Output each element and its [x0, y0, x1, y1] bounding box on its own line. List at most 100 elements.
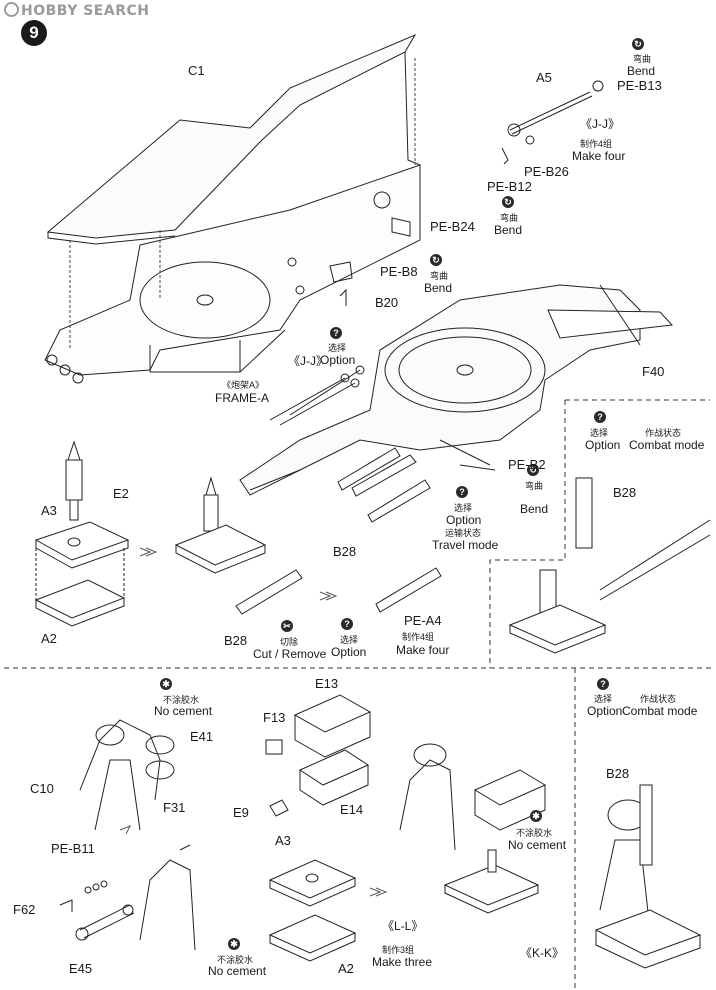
bend-en-3: Bend [424, 281, 453, 295]
no-cement-icon: ✱ [530, 810, 542, 822]
label-pe-b13: PE-B13 [617, 78, 662, 93]
label-a5: A5 [536, 70, 552, 85]
option-cn-3: 选择 [590, 428, 609, 438]
e2-jack-left [34, 440, 130, 627]
bend-icon: ↻ [632, 38, 644, 50]
label-e2: E2 [113, 486, 129, 501]
watermark-text: HOBBY SEARCH [21, 3, 150, 19]
ll-label: 《L-L》 [382, 919, 424, 933]
combat-en-2: Combat mode [622, 704, 698, 718]
option-cn-4: 选择 [340, 635, 359, 645]
make-four-2: Make four [396, 643, 450, 657]
combat-jack-right [508, 477, 711, 654]
label-e14: E14 [340, 802, 364, 817]
combat-cn-2: 作战状态 [640, 694, 677, 704]
option-en-5: Option [587, 704, 623, 718]
combat-cn-1: 作战状态 [645, 428, 682, 438]
label-e41: E41 [190, 729, 214, 744]
leader-lines [69, 58, 416, 350]
label-pe-b12: PE-B12 [487, 179, 532, 194]
nocement-cn-1: 不涂胶水 [163, 695, 200, 705]
option-en-3: Option [585, 438, 621, 452]
b28-pe-a4-parts [235, 567, 442, 615]
bend-icon: ↻ [430, 254, 442, 266]
label-e45: E45 [69, 961, 93, 976]
step-arrows [119, 547, 388, 897]
cut-en: Cut / Remove [253, 647, 327, 661]
question-icon: ? [341, 618, 353, 630]
label-pe-b26: PE-B26 [524, 164, 569, 179]
kk-label: 《K-K》 [520, 946, 565, 960]
combat-en-1: Combat mode [629, 438, 705, 452]
make4-cn-1: 制作4组 [580, 139, 613, 149]
e13-e14-boxes [265, 694, 372, 817]
option-en-4: Option [331, 645, 367, 659]
make3-cn: 制作3组 [382, 945, 415, 955]
step-number-badge: 9 [21, 20, 47, 46]
label-b28-kk: B28 [606, 766, 630, 781]
label-b20: B20 [375, 295, 399, 310]
label-c10: C10 [30, 781, 54, 796]
option-en-1: Option [320, 353, 356, 367]
turntable-assembly [239, 284, 674, 496]
no-cement-icon: ✱ [160, 678, 172, 690]
travel-cn: 运输状态 [445, 528, 482, 538]
option-en-2: Option [446, 513, 482, 527]
label-a3-left: A3 [41, 503, 57, 518]
label-c1: C1 [188, 63, 205, 78]
cut-icon: ✂ [281, 620, 293, 632]
label-pe-b11: PE-B11 [51, 841, 95, 856]
a3-a2-plates-low [268, 859, 357, 962]
bend-icon: ↻ [527, 464, 539, 476]
question-icon: ? [330, 327, 342, 339]
label-b28-right: B28 [613, 485, 637, 500]
bend-icon: ↻ [502, 196, 514, 208]
watermark-logo: HOBBY SEARCH [4, 2, 149, 19]
bend-cn-3: 弯曲 [430, 271, 449, 281]
nocement-en-2: No cement [508, 838, 567, 852]
jj-label-mid: 《J-J》 [288, 354, 328, 368]
label-b28-low: B28 [224, 633, 248, 648]
kk-assembly [594, 784, 702, 969]
label-b28-mid: B28 [333, 544, 357, 559]
make-four-1: Make four [572, 149, 626, 163]
question-icon: ? [594, 411, 606, 423]
option-cn-5: 选择 [594, 694, 613, 704]
label-f13: F13 [263, 710, 286, 725]
jj-label-top: 《J-J》 [580, 117, 620, 131]
bend-en-2: Bend [494, 223, 523, 237]
label-a2-low: A2 [338, 961, 354, 976]
c10-frame [79, 719, 175, 831]
frame-a-en: FRAME-A [215, 391, 269, 405]
small-brackets [329, 217, 411, 306]
label-a3-low: A3 [275, 833, 291, 848]
b28-struts [337, 439, 496, 523]
nocement-en-3: No cement [208, 964, 267, 978]
label-e9: E9 [233, 805, 249, 820]
label-e13: E13 [315, 676, 339, 691]
option-cn-2: 选择 [454, 503, 473, 513]
label-pe-a4: PE-A4 [404, 613, 442, 628]
label-pe-b24: PE-B24 [430, 219, 475, 234]
jack-assembled-mid [174, 469, 301, 574]
bend-en-4: Bend [520, 502, 549, 516]
nocement-cn-3: 不涂胶水 [217, 955, 254, 965]
cut-cn: 切除 [280, 637, 299, 647]
section-dividers [4, 399, 712, 988]
label-f62: F62 [13, 902, 36, 917]
frame-a-cn: 《炮架A》 [222, 380, 265, 390]
jj-rods [269, 365, 365, 426]
question-icon: ? [597, 678, 609, 690]
a5-rod [501, 80, 604, 165]
question-icon: ? [456, 486, 468, 498]
label-f40: F40 [642, 364, 665, 379]
travel-en: Travel mode [432, 538, 499, 552]
label-f31: F31 [163, 800, 186, 815]
bend-cn-1: 弯曲 [633, 54, 652, 64]
make4-cn-2: 制作4组 [402, 632, 435, 642]
e45-assembly [59, 844, 196, 951]
option-cn-1: 选择 [328, 343, 347, 353]
make-three: Make three [372, 955, 433, 969]
